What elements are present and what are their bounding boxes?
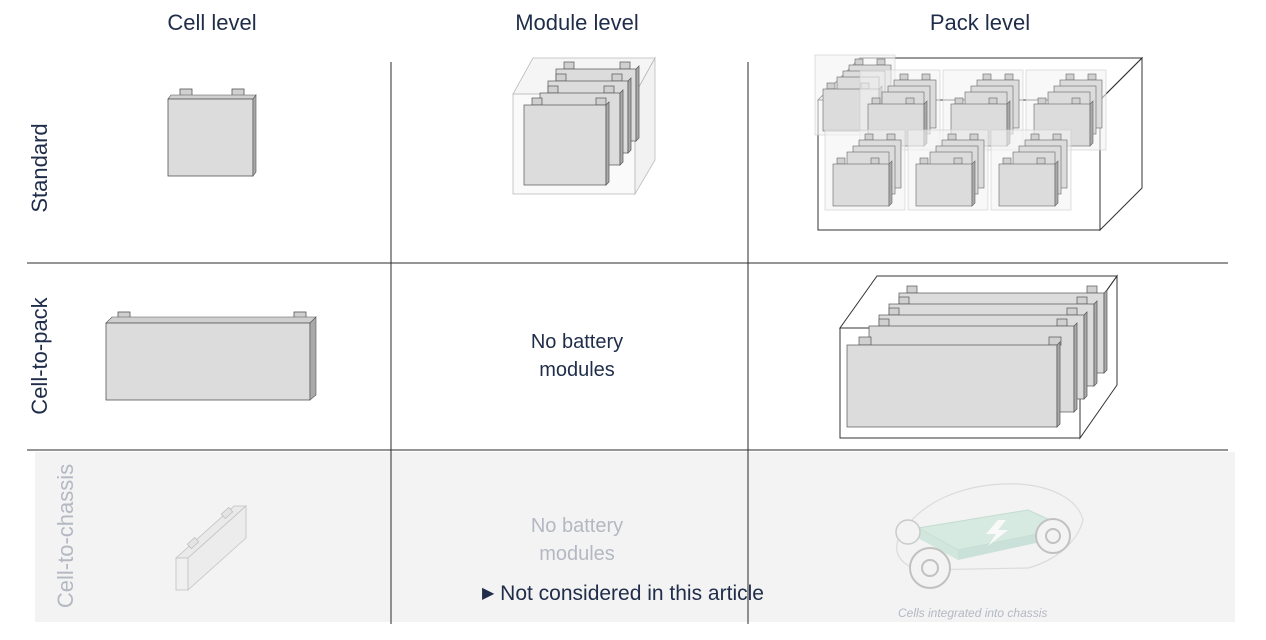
column-header-cell: Cell level (167, 10, 257, 35)
row-label-cell-to-chassis: Cell-to-chassis (53, 463, 78, 609)
chassis-car-image (895, 483, 1084, 589)
note-text: Not considered in this article (500, 582, 764, 605)
cell-to-pack-pack-image (839, 274, 1118, 440)
no-modules-line-2: modules (539, 359, 615, 381)
no-battery-modules-text-muted: No battery modules (497, 512, 657, 568)
chassis-cell-image (174, 505, 248, 591)
chassis-caption: Cells integrated into chassis (898, 606, 1048, 620)
row-label-cell-to-pack: Cell-to-pack (27, 297, 52, 415)
column-header-module: Module level (515, 10, 639, 35)
no-modules-muted-line-1: No battery (530, 515, 624, 537)
row-label-standard: Standard (27, 123, 52, 213)
blade-cell-image (105, 311, 317, 401)
no-modules-muted-line-2: modules (539, 543, 615, 565)
standard-pack-image (814, 54, 1144, 232)
column-header-pack: Pack level (929, 10, 1031, 35)
not-considered-note: ▶ Not considered in this article (482, 582, 764, 606)
no-modules-line-1: No battery (530, 331, 624, 353)
standard-cell-image (167, 88, 257, 177)
standard-module-image (512, 56, 656, 196)
no-battery-modules-text: No battery modules (497, 328, 657, 384)
triangle-right-icon: ▶ (482, 585, 495, 602)
